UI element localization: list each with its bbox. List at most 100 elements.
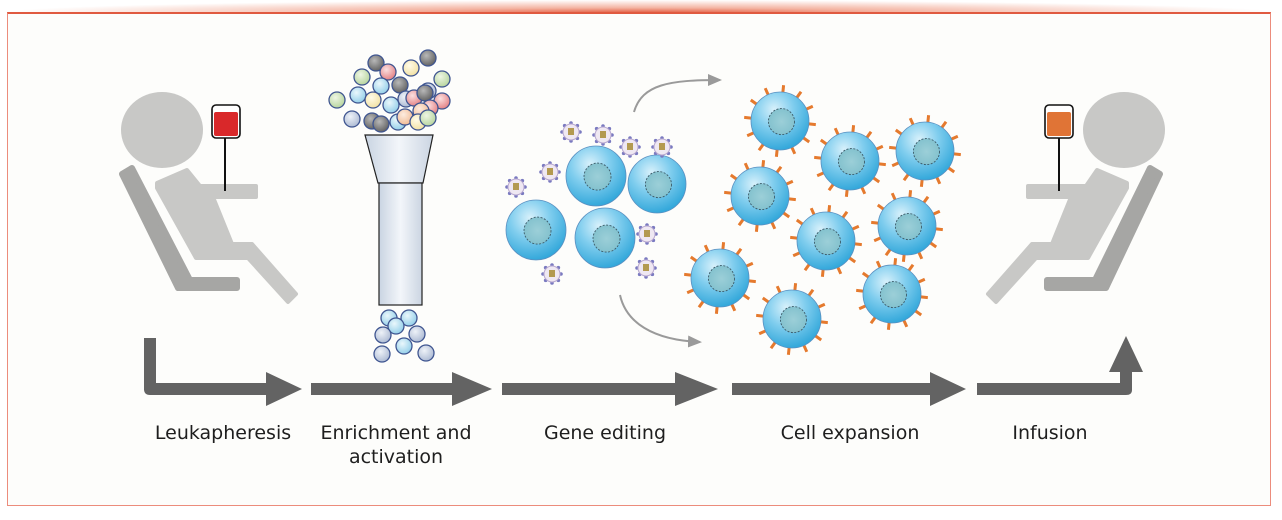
chair-shape: [119, 165, 240, 291]
cell-nucleus: [592, 224, 621, 253]
t-cell-bead: [387, 317, 405, 335]
column-funnel: [364, 134, 434, 184]
car-t-cells-icon: [684, 85, 961, 355]
cell-bead: [353, 68, 371, 86]
vector-payload: [643, 264, 649, 271]
patient-with-blood-bag-icon: [119, 92, 298, 304]
arrow-leukapheresis: [144, 338, 302, 406]
car-t-cell: [814, 125, 886, 197]
patient-with-infusion-bag-icon: [986, 92, 1165, 304]
cell-bead: [343, 110, 361, 128]
car-t-cell: [724, 160, 796, 232]
car-t-cell: [790, 205, 862, 277]
cell-bead: [419, 109, 437, 127]
cell-bead: [328, 91, 346, 109]
t-cell: [505, 199, 567, 261]
viral-vector: [539, 161, 561, 183]
cell-nucleus: [813, 228, 841, 256]
t-cell-bead: [417, 344, 435, 362]
step-label-cell-expansion: Cell expansion: [780, 422, 920, 444]
viral-vector: [651, 136, 673, 158]
arrow-gene-editing: [502, 372, 718, 406]
cell-bead: [379, 63, 397, 81]
arrow-infusion: [977, 336, 1143, 395]
step-label-gene-editing: Gene editing: [543, 422, 667, 444]
t-cell-bead: [408, 325, 426, 343]
column-tube: [378, 182, 423, 306]
cell-bead: [433, 70, 451, 88]
car-t-cell: [889, 115, 961, 187]
vector-payload: [644, 230, 650, 237]
cell-nucleus: [879, 281, 907, 309]
t-cell: [565, 145, 627, 207]
car-t-cell: [684, 242, 756, 314]
viral-vector: [592, 124, 614, 146]
arrow-leukapheresis-stem: [144, 338, 156, 390]
t-cell-bead: [374, 326, 392, 344]
vector-payload: [513, 183, 519, 190]
car-t-cell: [756, 283, 828, 355]
cell-bead: [349, 86, 367, 104]
viral-vector: [560, 121, 582, 143]
viral-vector: [505, 176, 527, 198]
enriched-t-cell-beads: [373, 309, 435, 363]
cell-bead: [372, 115, 390, 133]
t-cell: [574, 207, 636, 269]
chair-shape: [1044, 165, 1163, 291]
patient-body: [155, 168, 298, 304]
step-label-enrichment-line2: activation: [348, 446, 444, 468]
step-label-leukapheresis: Leukapheresis: [154, 422, 292, 444]
curved-arrow-top: [633, 74, 722, 113]
cell-nucleus: [583, 162, 612, 191]
mixed-cell-beads: [328, 49, 451, 133]
blood-fill: [214, 112, 238, 136]
cell-nucleus: [837, 148, 865, 176]
vector-payload: [600, 131, 606, 138]
cell-bead: [416, 84, 434, 102]
cell-nucleus: [779, 306, 807, 334]
t-cells-with-viral-vectors-icon: [505, 74, 722, 348]
viral-vector: [636, 223, 658, 245]
curved-arrow-bottom: [619, 294, 702, 348]
vector-payload: [659, 143, 665, 150]
arrow-cell-expansion: [732, 372, 966, 406]
t-cell-bead: [395, 337, 413, 355]
car-t-cell: [871, 190, 943, 262]
process-arrows: [144, 336, 1143, 406]
cell-bead: [402, 59, 420, 77]
cell-bead: [372, 77, 390, 95]
cell-bead: [364, 91, 382, 109]
cell-nucleus: [747, 183, 775, 211]
cell-nucleus: [894, 213, 922, 241]
step-label-enrichment-line1: Enrichment and: [320, 422, 472, 444]
vector-payload: [547, 168, 553, 175]
step-label-infusion: Infusion: [1012, 422, 1088, 444]
arrow-enrichment: [311, 372, 492, 406]
vector-payload: [627, 143, 633, 150]
infusion-fill: [1047, 112, 1071, 136]
viral-vector: [635, 257, 657, 279]
vector-payload: [549, 270, 555, 277]
patient-body: [986, 168, 1129, 304]
car-t-cell: [744, 85, 816, 157]
cell-bead: [382, 96, 400, 114]
cell-filter-column-icon: [328, 49, 451, 363]
cell-nucleus: [644, 171, 672, 199]
t-cell: [627, 154, 687, 214]
t-cell-bead: [373, 345, 391, 363]
viral-vector: [619, 136, 641, 158]
car-t-cell: [856, 258, 928, 330]
cell-nucleus: [707, 265, 735, 293]
cell-nucleus: [523, 216, 552, 245]
cell-bead: [419, 49, 437, 67]
viral-vector: [541, 263, 563, 285]
patient-head: [121, 92, 203, 168]
patient-head: [1083, 92, 1165, 168]
cell-bead: [367, 54, 385, 72]
vector-payload: [568, 128, 574, 135]
step-label-enrichment: Enrichment and activation: [306, 421, 486, 469]
t-cell-bead: [400, 309, 418, 327]
cell-nucleus: [767, 108, 795, 136]
top-accent-bar: [0, 0, 1282, 13]
